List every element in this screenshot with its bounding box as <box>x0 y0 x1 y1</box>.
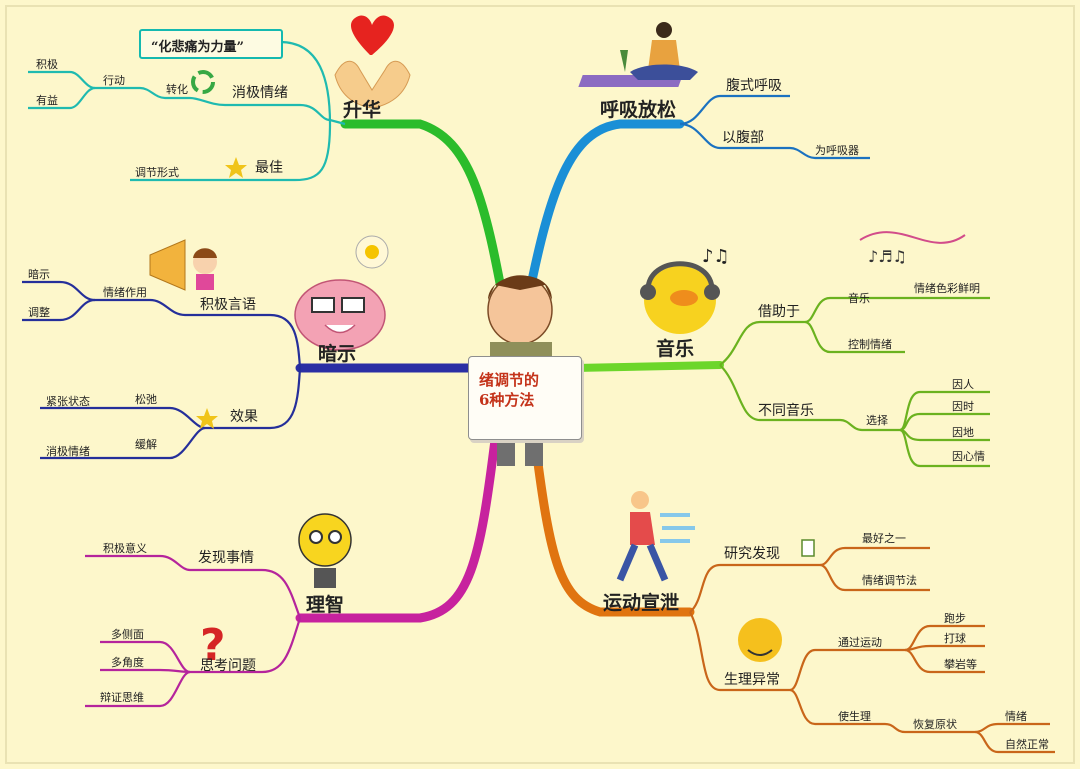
branch-lizhi: 理智 <box>306 594 345 616</box>
node-tongguo-yundong: 通过运动 <box>838 636 882 649</box>
node-xiaoguo: 效果 <box>230 409 258 425</box>
center-topic: 绪调节的 6种方法 <box>468 356 582 440</box>
duck-headphones-icon: ♪♫ <box>640 246 730 334</box>
node-jinzhang-zhuangtai: 紧张状态 <box>46 395 90 408</box>
node-tiaojiefa: 情绪调节法 <box>862 574 917 587</box>
center-line2: 6种方法 <box>479 391 535 409</box>
branch-huxi: 呼吸放松 <box>600 99 677 121</box>
node-jiji-yiyi: 积极意义 <box>103 542 147 555</box>
svg-text:?: ? <box>200 620 226 671</box>
branch-line-huxi <box>523 119 685 305</box>
node-yindi: 因地 <box>952 426 974 439</box>
node-xiaoji-qingxu: 消极情绪 <box>232 85 288 101</box>
branch-line-yundong <box>530 435 695 617</box>
node-huanjie: 缓解 <box>135 438 157 451</box>
node-zuihao-zhiyi: 最好之一 <box>862 532 906 545</box>
node-sikao-wenti: 思考问题 <box>200 658 256 674</box>
node-yinyue-leaf: 音乐 <box>848 292 870 305</box>
star-icon-xiaoguo <box>196 408 218 429</box>
node-paobu: 跑步 <box>944 612 966 625</box>
node-xingdong: 行动 <box>103 74 125 87</box>
node-qingxu: 情绪 <box>1005 710 1027 723</box>
node-xiaoji-qingxu-2: 消极情绪 <box>46 445 90 458</box>
node-qingxu-zuoyong: 情绪作用 <box>103 286 147 299</box>
bulb-glasses-icon <box>298 513 352 588</box>
shenghua-lines <box>28 40 346 182</box>
branch-anshi: 暗示 <box>318 343 357 365</box>
node-tiaojie-xingshi: 调节形式 <box>135 166 179 179</box>
node-yanjiu-faxian: 研究发现 <box>724 546 780 562</box>
recycle-icon <box>191 70 215 94</box>
huxi-lines <box>679 94 870 160</box>
brain-glasses-icon <box>294 235 389 351</box>
paper-border <box>5 5 1075 764</box>
music-notes-icon: ♪♬♫ <box>859 231 966 266</box>
node-butong-yinyue: 不同音乐 <box>758 403 814 419</box>
branch-line-yinyue <box>571 361 724 372</box>
branch-yundong: 运动宣泄 <box>603 592 680 614</box>
heart-hands-icon <box>334 15 411 109</box>
node-zhuanhua: 转化 <box>166 83 188 96</box>
paper-icon <box>801 539 815 557</box>
node-jiezhuyu: 借助于 <box>758 304 800 320</box>
node-yifubu: 以腹部 <box>722 130 764 146</box>
yinyue-lines <box>719 296 990 468</box>
quote-box: “化悲痛为力量” <box>139 29 283 59</box>
node-kongzhi-qingxu: 控制情绪 <box>848 338 892 351</box>
node-faxian-shiqing: 发现事情 <box>198 550 254 566</box>
question-mark-icon: ? <box>200 620 226 671</box>
node-jiji: 积极 <box>36 58 58 71</box>
node-ziran-zhengchang: 自然正常 <box>1005 738 1049 751</box>
node-yinshi: 因时 <box>952 400 974 413</box>
anshi-lines <box>22 280 302 460</box>
main-branches <box>295 119 724 623</box>
yoga-person-icon <box>578 22 698 87</box>
node-tiaozheng: 调整 <box>28 306 50 319</box>
node-fushi-huxi: 腹式呼吸 <box>726 78 782 94</box>
node-zuijia: 最佳 <box>255 160 283 176</box>
center-line1: 绪调节的 <box>479 371 540 389</box>
node-songchi: 松弛 <box>135 393 157 406</box>
node-secai-xianming: 情绪色彩鲜明 <box>914 282 980 295</box>
node-xuanze: 选择 <box>866 414 888 427</box>
node-huifu-yuanzhuang: 恢复原状 <box>913 718 957 731</box>
node-duojiaodu: 多角度 <box>111 656 144 669</box>
node-youyi: 有益 <box>36 94 58 107</box>
node-yinxinqing: 因心情 <box>952 450 985 463</box>
node-shi-shengli: 使生理 <box>838 710 871 723</box>
svg-text:♪♫: ♪♫ <box>702 246 730 267</box>
branch-shenghua: 升华 <box>343 99 382 121</box>
svg-text:♪♬♫: ♪♬♫ <box>868 247 907 266</box>
node-yinren: 因人 <box>952 378 974 391</box>
sweaty-face-icon <box>738 618 782 662</box>
node-jiji-yanyu: 积极言语 <box>200 297 256 313</box>
runner-icon <box>616 491 695 582</box>
branch-yinyue: 音乐 <box>656 338 695 360</box>
megaphone-girl-icon <box>149 239 217 291</box>
node-daqiu: 打球 <box>944 632 966 645</box>
star-icon-zuijia <box>225 157 247 178</box>
node-anshi-leaf: 暗示 <box>28 268 50 281</box>
node-weihuxiqi: 为呼吸器 <box>815 144 859 157</box>
branch-line-shenghua <box>340 119 510 315</box>
lizhi-lines <box>85 554 302 708</box>
branch-line-lizhi <box>295 435 500 623</box>
node-bianzheng-siwei: 辩证思维 <box>100 691 144 704</box>
node-shengli-yichang: 生理异常 <box>724 672 780 688</box>
node-duocemian: 多侧面 <box>111 628 144 641</box>
yundong-lines <box>689 546 1055 754</box>
quote-text: “化悲痛为力量” <box>151 40 244 55</box>
node-panyan: 攀岩等 <box>944 658 977 671</box>
